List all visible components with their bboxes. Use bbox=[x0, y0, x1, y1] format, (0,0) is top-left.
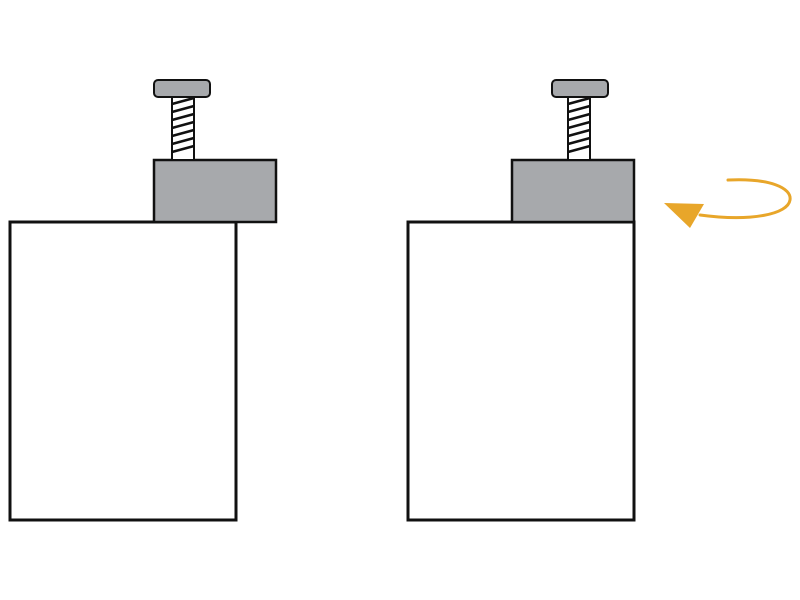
screw-assembly bbox=[153, 79, 211, 161]
rotation-arrow-curve bbox=[698, 178, 792, 220]
base-block bbox=[406, 220, 636, 522]
rotation-arrow-icon bbox=[664, 178, 792, 228]
screw-head bbox=[153, 79, 211, 98]
screw-assembly bbox=[551, 79, 609, 161]
panel-before bbox=[8, 79, 278, 522]
clamp-block bbox=[152, 158, 278, 224]
screw-thread bbox=[567, 96, 591, 154]
clamp-block bbox=[510, 158, 636, 224]
base-block bbox=[8, 220, 238, 522]
screw-thread bbox=[171, 96, 195, 154]
rotation-arrow-head bbox=[664, 203, 704, 228]
screw-head bbox=[551, 79, 609, 98]
panel-after bbox=[406, 79, 792, 522]
